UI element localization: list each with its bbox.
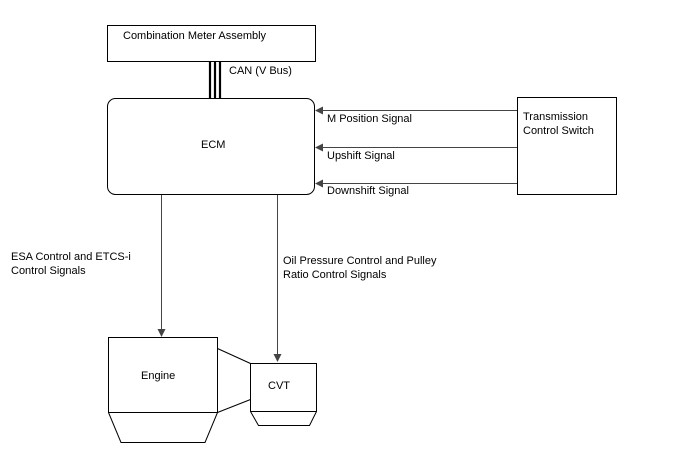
oil-pressure-label-line1: Oil Pressure Control and Pulley — [283, 255, 437, 267]
esa-control-label-line2: Control Signals — [11, 265, 86, 277]
ecm-label: ECM — [201, 139, 226, 151]
combination-meter-label: Combination Meter Assembly — [123, 30, 267, 42]
upshift-label: Upshift Signal — [327, 150, 395, 162]
transmission-switch-label-line2: Control Switch — [523, 125, 594, 137]
downshift-label: Downshift Signal — [327, 185, 409, 197]
cvt-shape — [250, 363, 317, 426]
ecm-box — [107, 98, 315, 195]
oil-pressure-label-line2: Ratio Control Signals — [283, 269, 387, 281]
m-position-label: M Position Signal — [327, 113, 412, 125]
cvt-label: CVT — [268, 380, 290, 392]
esa-control-label-line1: ESA Control and ETCS-i — [11, 251, 131, 263]
coupling-housing — [217, 347, 251, 414]
transmission-switch-label-line1: Transmission — [523, 111, 588, 123]
can-bus-label: CAN (V Bus) — [229, 65, 292, 77]
transmission-switch-box — [517, 97, 617, 195]
combination-meter-box — [107, 25, 316, 62]
can-bus-lines — [208, 62, 222, 99]
engine-label: Engine — [141, 370, 176, 382]
engine-shape — [108, 337, 218, 443]
